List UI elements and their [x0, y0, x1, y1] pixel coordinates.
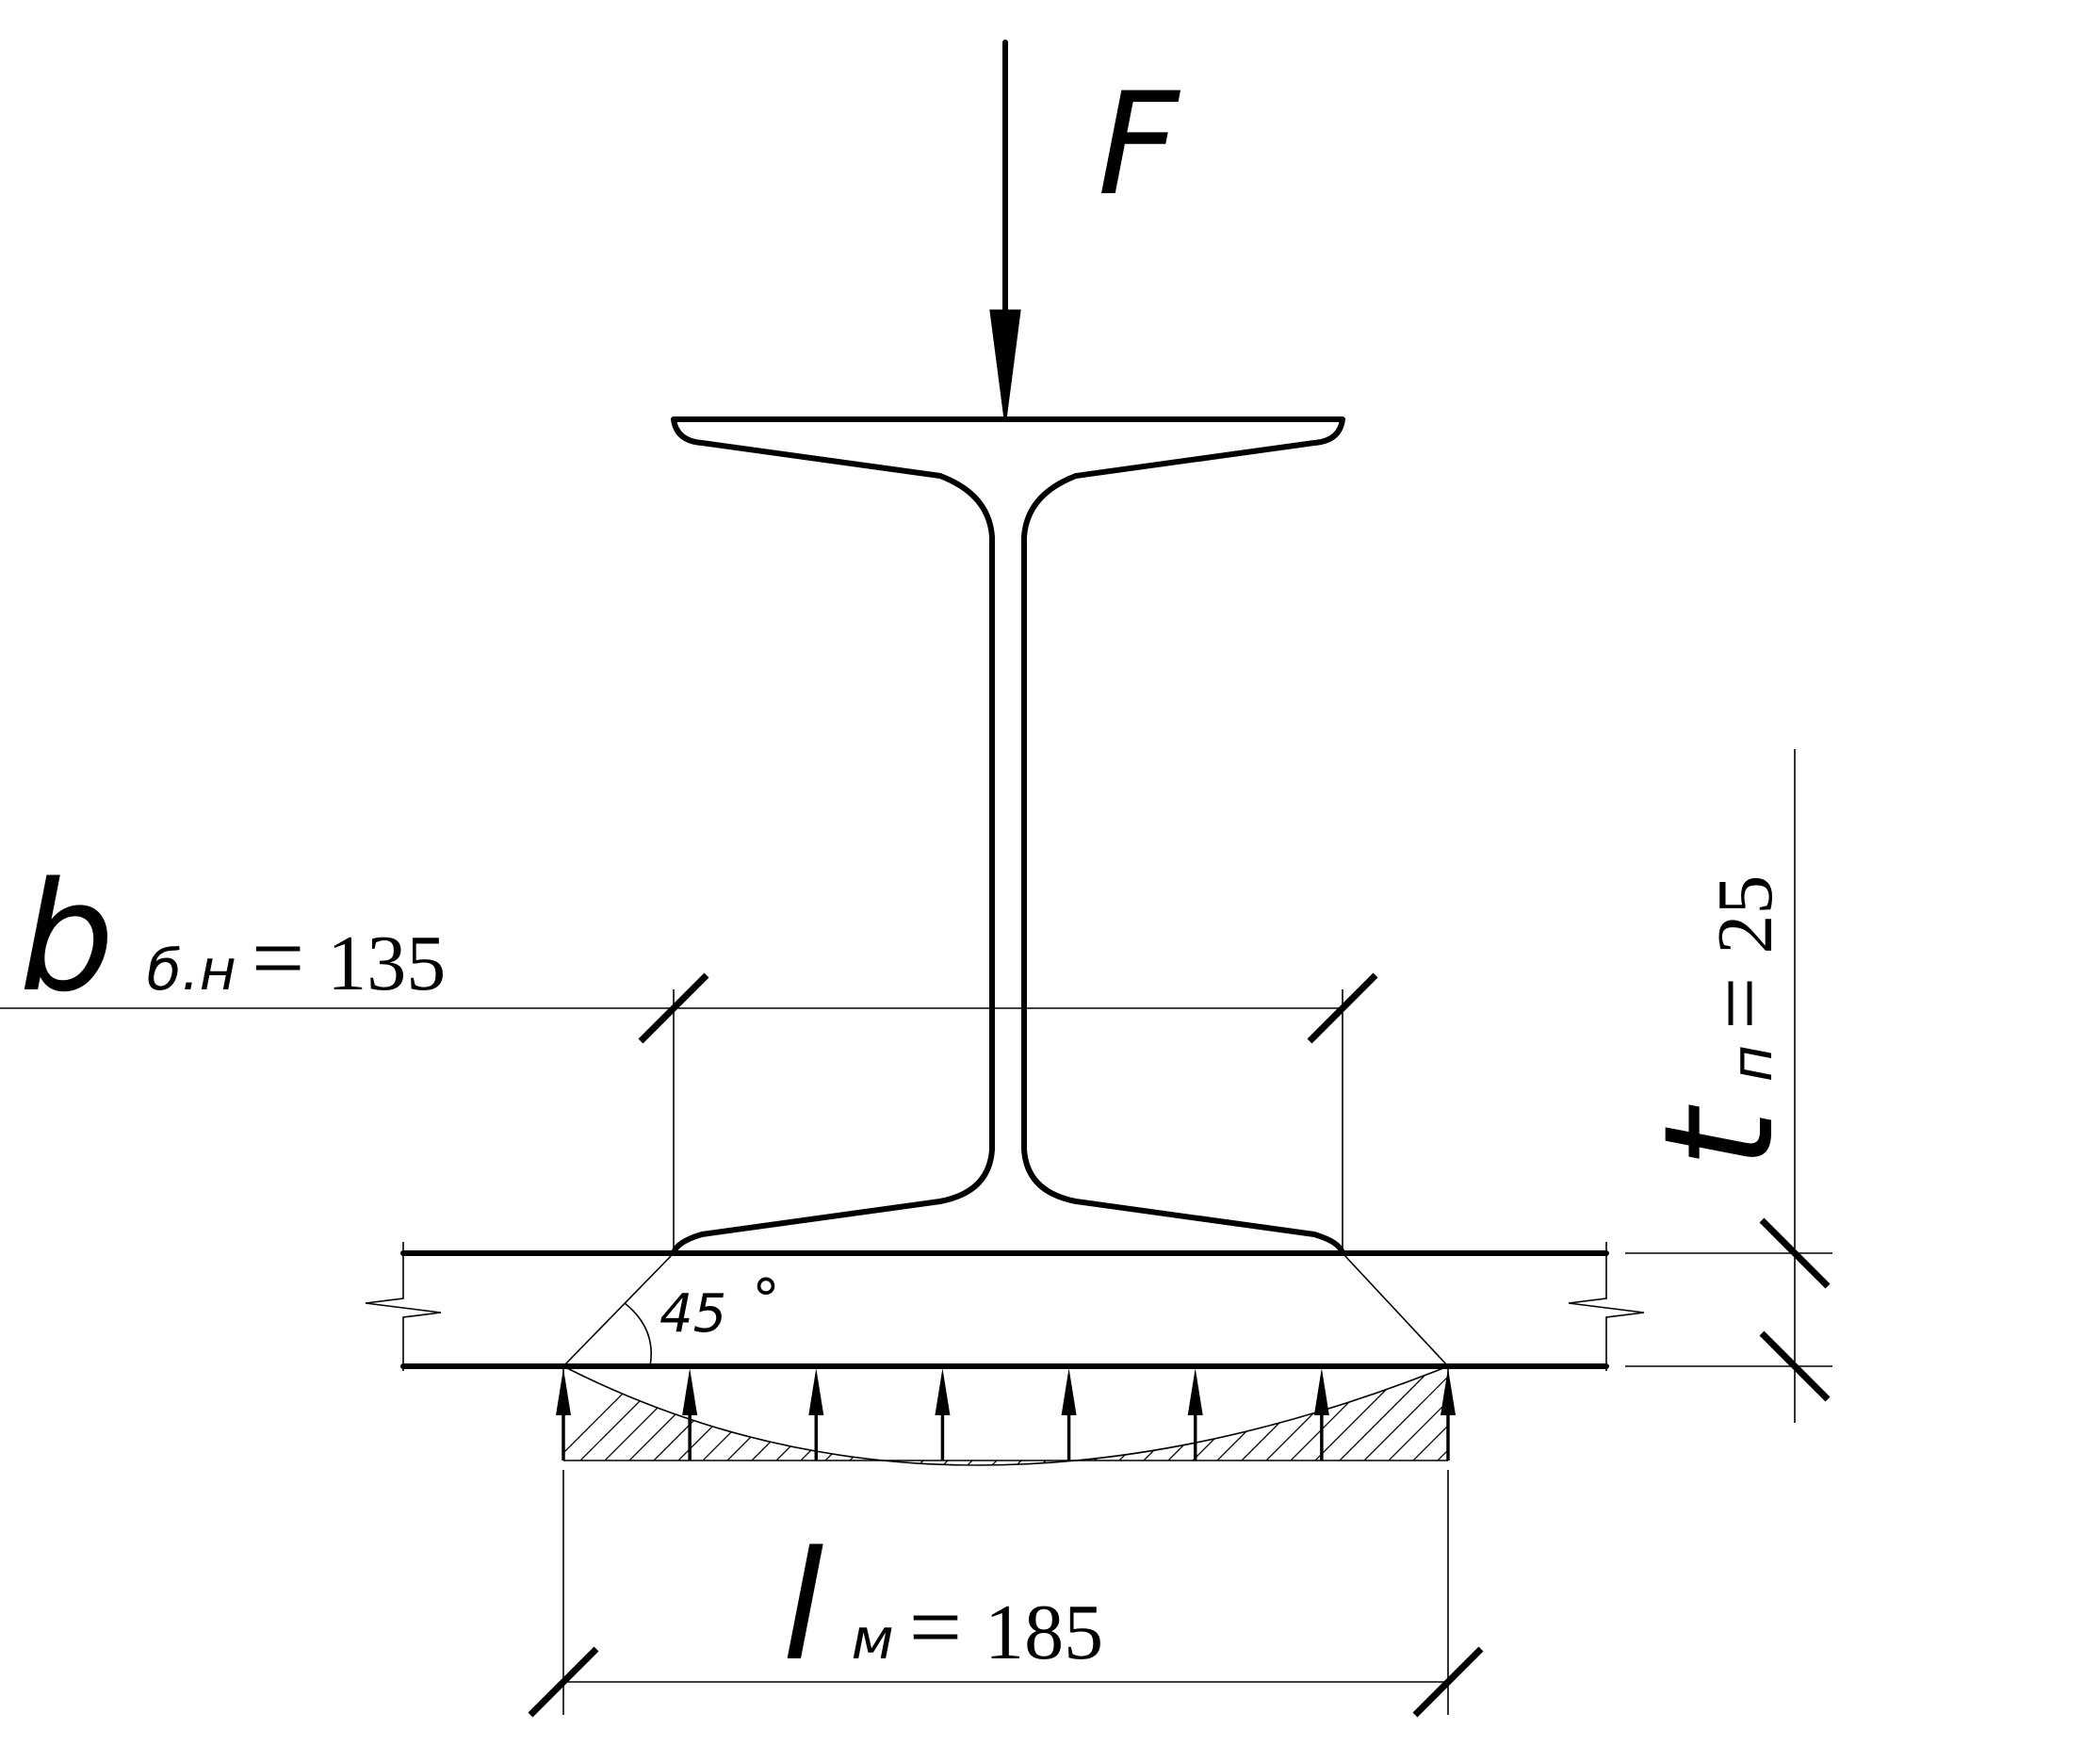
hatch-line [655, 1366, 807, 1465]
angle-value: 45 [659, 1283, 726, 1345]
hatch-line [802, 1366, 954, 1465]
load-label: F [1098, 63, 1181, 227]
hatch-line [728, 1366, 881, 1465]
hatch-line [1243, 1366, 1395, 1465]
spread-lines [562, 1252, 1449, 1367]
hatch-line [679, 1366, 832, 1465]
hatch-line [563, 1366, 685, 1465]
hatch-line [1365, 1366, 1448, 1465]
hatch-line [998, 1366, 1150, 1465]
hatch-line [630, 1366, 783, 1465]
pressure-diagram [556, 1357, 1688, 1508]
pressure-hatching [563, 1357, 1688, 1508]
flange-width-symbol: b [19, 849, 115, 1025]
hatch-line [875, 1366, 1028, 1465]
distribution-length-label: l м = 185 [782, 1518, 1103, 1694]
reaction-arrow [935, 1368, 951, 1460]
hatch-line [949, 1366, 1101, 1465]
hatch-line [1316, 1366, 1448, 1465]
plate-thickness-equals: = [1687, 977, 1792, 1030]
hatch-line [1414, 1366, 1448, 1465]
distribution-length-dimension [528, 1470, 1484, 1718]
hatch-line [777, 1366, 930, 1465]
reaction-arrow [682, 1368, 698, 1460]
reaction-arrow [1313, 1368, 1329, 1460]
hatch-line [1267, 1366, 1420, 1465]
hatch-line [581, 1366, 734, 1465]
hatch-line [1464, 1357, 1615, 1508]
degree-symbol: ° [752, 1267, 780, 1333]
base-plate [365, 1242, 1645, 1371]
load-arrow [989, 40, 1021, 420]
distribution-length-equals: = [909, 1575, 962, 1679]
hatch-line [973, 1366, 1126, 1465]
flange-width-equals: = [252, 906, 304, 1010]
plate-thickness-dimension [1625, 749, 1832, 1423]
hatch-line [826, 1366, 979, 1465]
hatch-line [1071, 1366, 1224, 1465]
distribution-length-subscript: м [851, 1607, 893, 1673]
plate-thickness-label: t п = 25 [1631, 875, 1807, 1168]
plate-thickness-symbol: t [1631, 1104, 1807, 1168]
hatch-line [1439, 1366, 1448, 1465]
hatch-line [563, 1366, 709, 1465]
hatch-line [1538, 1357, 1688, 1508]
hatch-line [851, 1366, 1003, 1465]
hatch-line [1145, 1366, 1297, 1465]
reaction-arrow [556, 1368, 571, 1460]
flange-width-subscript: б.н [147, 938, 236, 1004]
flange-width-dimension [0, 972, 1378, 1253]
i-beam-section [671, 416, 1345, 1256]
hatch-line [1341, 1366, 1448, 1465]
hatch-line [704, 1366, 856, 1465]
hatch-line [563, 1366, 660, 1465]
flange-width-value: 135 [327, 920, 446, 1007]
reaction-arrow [1061, 1368, 1077, 1460]
hatch-line [1489, 1357, 1639, 1508]
hatch-line [1096, 1366, 1248, 1465]
hatch-line [1022, 1366, 1175, 1465]
hatch-line [1292, 1366, 1444, 1465]
reaction-arrows [556, 1368, 1456, 1460]
reaction-arrow [1441, 1368, 1456, 1460]
distribution-length-symbol: l [782, 1518, 823, 1694]
hatch-line [1169, 1366, 1322, 1465]
plate-thickness-subscript: п [1719, 1045, 1785, 1082]
reaction-arrow [808, 1368, 824, 1460]
hatch-line [1513, 1357, 1664, 1508]
flange-width-label: b б.н = 135 [19, 849, 446, 1025]
hatch-line [753, 1366, 905, 1465]
hatch-line [924, 1366, 1077, 1465]
hatch-line [900, 1366, 1052, 1465]
distribution-length-value: 185 [985, 1589, 1103, 1676]
reaction-arrow [1187, 1368, 1203, 1460]
plate-thickness-value: 25 [1701, 875, 1789, 955]
